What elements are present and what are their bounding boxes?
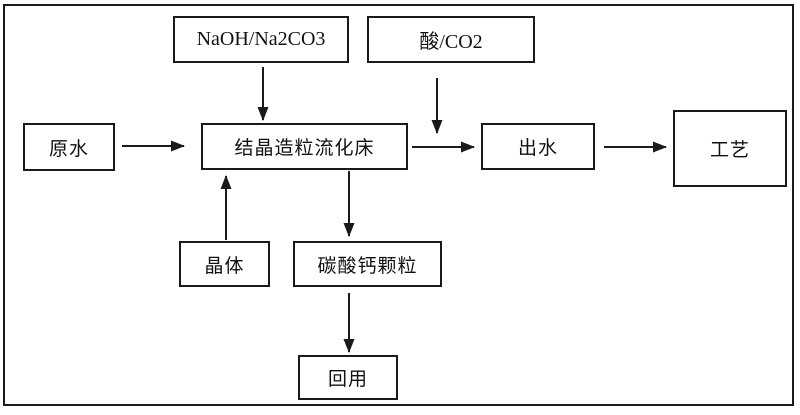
node-caco3-particles-label: 碳酸钙颗粒 [317,255,418,277]
node-naoh-na2co3: NaOH/Na2CO3 [173,16,349,63]
node-fluidized-bed-label: 结晶造粒流化床 [234,138,375,159]
node-acid-co2-label: 酸/CO2 [419,31,483,53]
node-crystal-label: 晶体 [204,255,245,277]
node-caco3-particles: 碳酸钙颗粒 [293,241,442,287]
node-raw-water: 原水 [23,123,115,171]
node-process: 工艺 [673,110,787,187]
node-acid-co2: 酸/CO2 [367,16,535,63]
node-crystal: 晶体 [179,241,270,287]
diagram-border [3,4,794,406]
node-process-label: 工艺 [709,140,750,161]
node-effluent: 出水 [481,123,595,170]
node-effluent-label: 出水 [517,138,558,159]
node-reuse: 回用 [298,355,398,400]
node-naoh-na2co3-label: NaOH/Na2CO3 [196,28,326,50]
node-reuse-label: 回用 [327,369,368,390]
node-fluidized-bed: 结晶造粒流化床 [201,123,408,170]
node-raw-water-label: 原水 [48,138,89,160]
